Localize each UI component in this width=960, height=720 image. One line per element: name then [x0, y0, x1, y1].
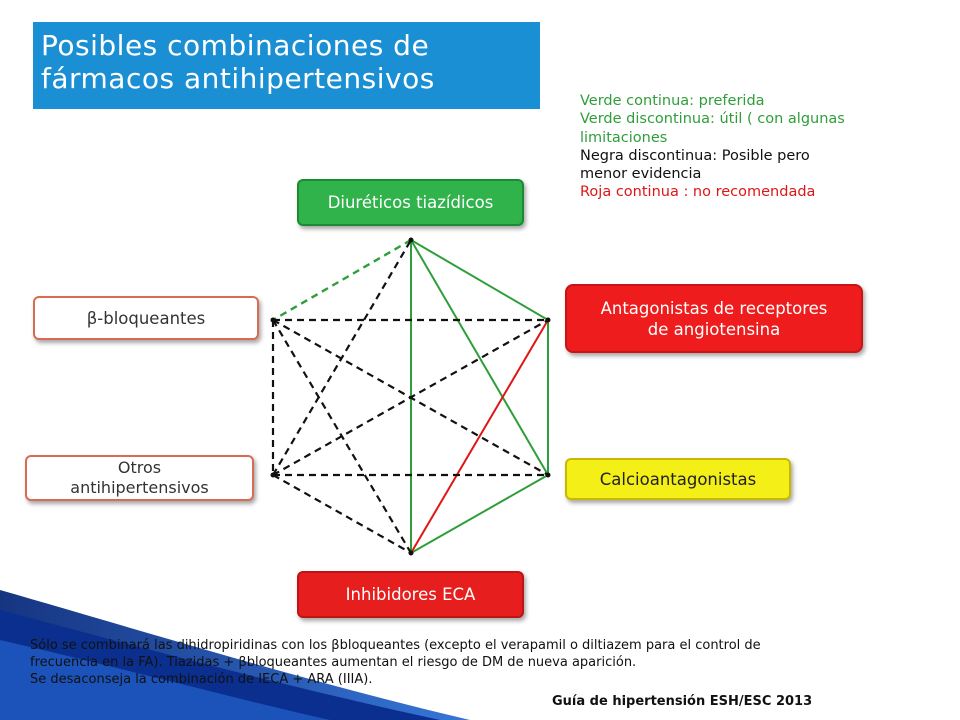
vertex-otros: [270, 472, 276, 478]
node-ieca: Inhibidores ECA: [297, 571, 524, 618]
node-ieca-label: Inhibidores ECA: [345, 585, 476, 604]
footnote-line-2: frecuencia en la FA). Tiazidas + βbloque…: [30, 655, 637, 670]
footnote-line-3: Se desaconseja la combinación de IECA + …: [30, 672, 373, 687]
title-line-1: Posibles combinaciones de: [41, 29, 430, 62]
node-ara: Antagonistas de receptores de angiotensi…: [565, 284, 863, 353]
footnote: Sólo se combinará las dihidropiridinas c…: [30, 637, 930, 688]
edge-diureticos-beta: [272, 238, 412, 322]
slide-title: Posibles combinaciones de fármacos antih…: [33, 22, 540, 109]
legend-not-recommended: Roja continua : no recomendada: [580, 184, 816, 201]
edge-ara-ieca: [410, 319, 549, 554]
edge-otros-diureticos: [272, 239, 412, 476]
footnote-line-1: Sólo se combinará las dihidropiridinas c…: [30, 638, 761, 653]
edge-diureticos-calcio: [410, 239, 549, 476]
edge-otros-ara: [272, 319, 549, 476]
vertex-beta: [270, 317, 276, 323]
node-diureticos: Diuréticos tiazídicos: [297, 179, 524, 226]
legend-possible-b: menor evidencia: [580, 166, 702, 183]
legend-possible-a: Negra discontinua: Posible pero: [580, 147, 810, 164]
legend-useful-a: Verde discontinua: útil ( con algunas: [580, 111, 845, 128]
node-otros: Otros antihipertensivos: [25, 455, 254, 501]
node-beta-label: β-bloqueantes: [86, 308, 206, 328]
node-otros-label-1: Otros: [117, 458, 162, 477]
vertex-ara: [545, 317, 551, 323]
title-line-2: fármacos antihipertensivos: [41, 62, 435, 95]
source-citation: Guía de hipertensión ESH/ESC 2013: [552, 694, 813, 709]
edge-diureticos-ara: [410, 239, 549, 321]
edge-beta-ieca: [272, 319, 412, 554]
node-calcio-label: Calcioantagonistas: [599, 469, 757, 489]
legend-useful-b: limitaciones: [580, 129, 668, 146]
vertex-ieca: [408, 550, 414, 556]
legend: Verde continua: preferida Verde disconti…: [580, 92, 950, 202]
node-ara-label-2: de angiotensina: [647, 319, 781, 339]
vertex-diureticos: [408, 237, 414, 243]
node-diureticos-label: Diuréticos tiazídicos: [327, 193, 494, 212]
legend-preferred: Verde continua: preferida: [580, 93, 765, 109]
node-beta: β-bloqueantes: [33, 296, 259, 340]
node-ara-label-1: Antagonistas de receptores: [600, 298, 828, 318]
node-otros-label-2: antihipertensivos: [70, 478, 209, 497]
edge-otros-ieca: [272, 474, 412, 554]
vertex-calcio: [545, 472, 551, 478]
edge-calcio-ieca: [410, 474, 549, 554]
node-calcio: Calcioantagonistas: [565, 458, 791, 500]
